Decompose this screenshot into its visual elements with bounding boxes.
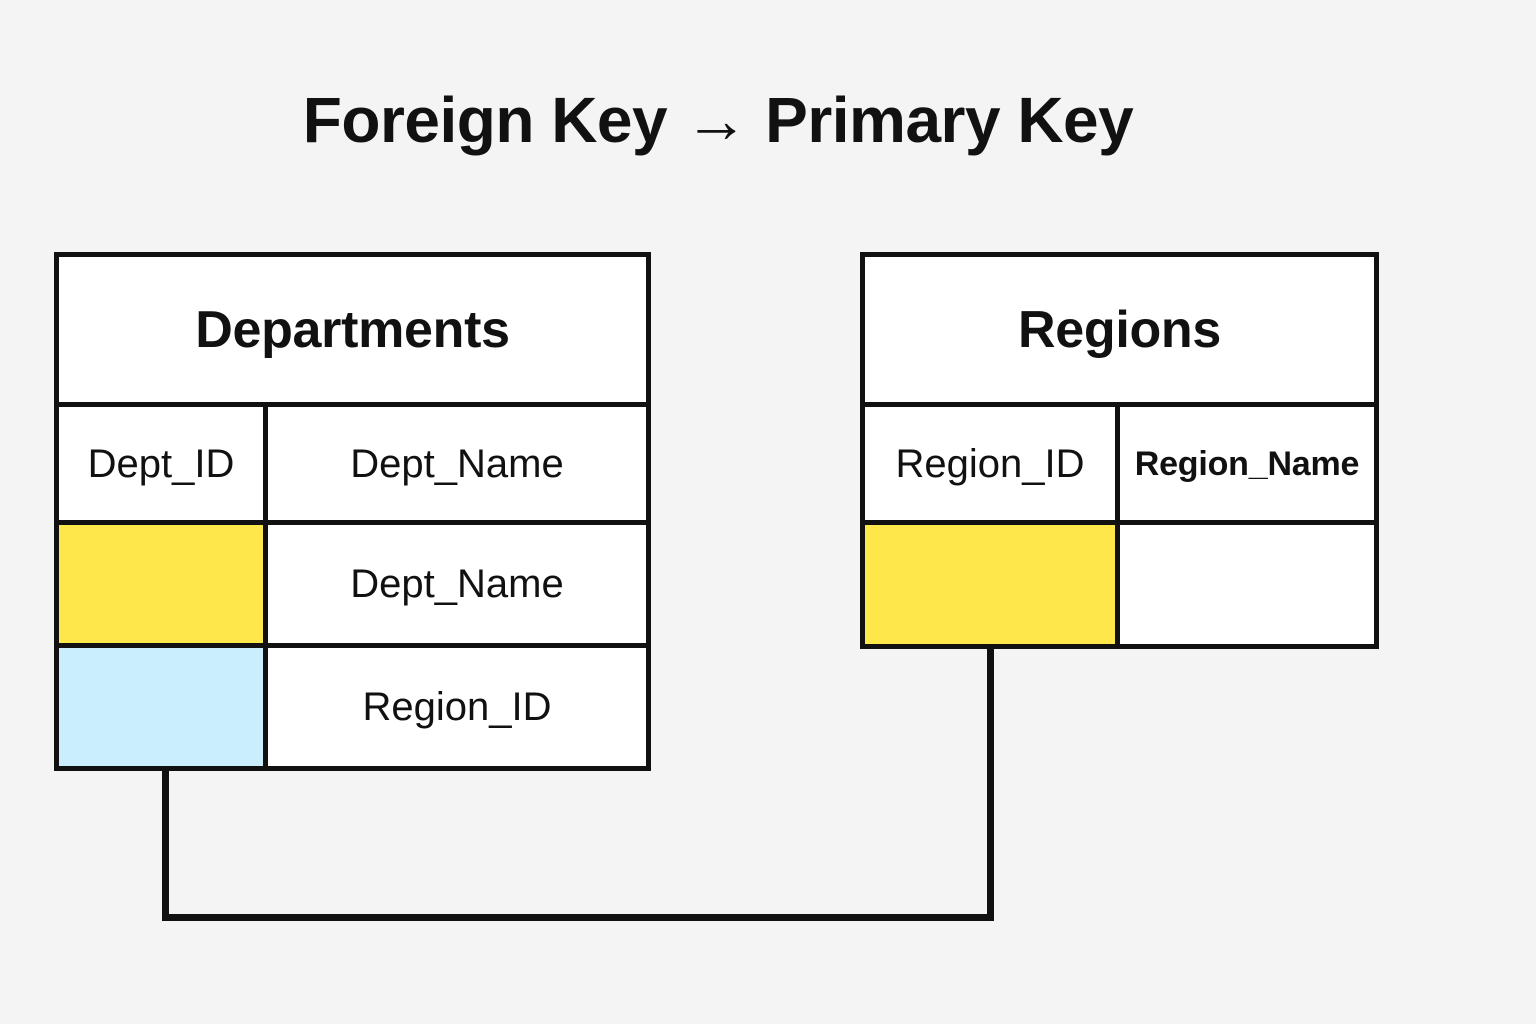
table-row bbox=[865, 525, 1374, 644]
table-row: Region_ID bbox=[59, 648, 646, 766]
entity-title-departments: Departments bbox=[195, 300, 510, 359]
entity-header-regions: Regions bbox=[865, 257, 1374, 407]
column-header-label: Dept_ID bbox=[87, 441, 235, 486]
column-header-label: Region_ID bbox=[895, 441, 1085, 486]
relationship-connector-fk-segment bbox=[162, 768, 169, 921]
table-row: Dept_Name bbox=[59, 525, 646, 648]
attribute-cell-region-id: Region_ID bbox=[268, 648, 646, 766]
relationship-connector-pk-segment bbox=[987, 645, 994, 921]
attribute-cell-dept-name: Dept_Name bbox=[268, 525, 646, 643]
primary-key-cell-departments bbox=[59, 525, 268, 643]
cell-value: Region_ID bbox=[362, 685, 552, 729]
entity-header-departments: Departments bbox=[59, 257, 646, 407]
column-header-label: Dept_Name bbox=[350, 441, 564, 486]
column-header-row-regions: Region_ID Region_Name bbox=[865, 407, 1374, 525]
primary-key-cell-regions bbox=[865, 525, 1120, 644]
column-header-label: Region_Name bbox=[1134, 444, 1360, 483]
column-header-region-name: Region_Name bbox=[1120, 407, 1374, 520]
entity-table-departments: Departments Dept_ID Dept_Name Dept_Name bbox=[54, 252, 651, 771]
relationship-connector-horizontal-segment bbox=[162, 914, 994, 921]
column-header-region-id: Region_ID bbox=[865, 407, 1120, 520]
foreign-key-cell-departments bbox=[59, 648, 268, 766]
entity-title-regions: Regions bbox=[1017, 300, 1222, 359]
column-header-row-departments: Dept_ID Dept_Name bbox=[59, 407, 646, 525]
page-title: Foreign Key → Primary Key bbox=[302, 84, 1134, 156]
cell-value: Dept_Name bbox=[350, 562, 564, 606]
entity-table-regions: Regions Region_ID Region_Name bbox=[860, 252, 1379, 649]
column-header-dept-name: Dept_Name bbox=[268, 407, 646, 520]
attribute-cell-region-name bbox=[1120, 525, 1374, 644]
column-header-dept-id: Dept_ID bbox=[59, 407, 268, 520]
